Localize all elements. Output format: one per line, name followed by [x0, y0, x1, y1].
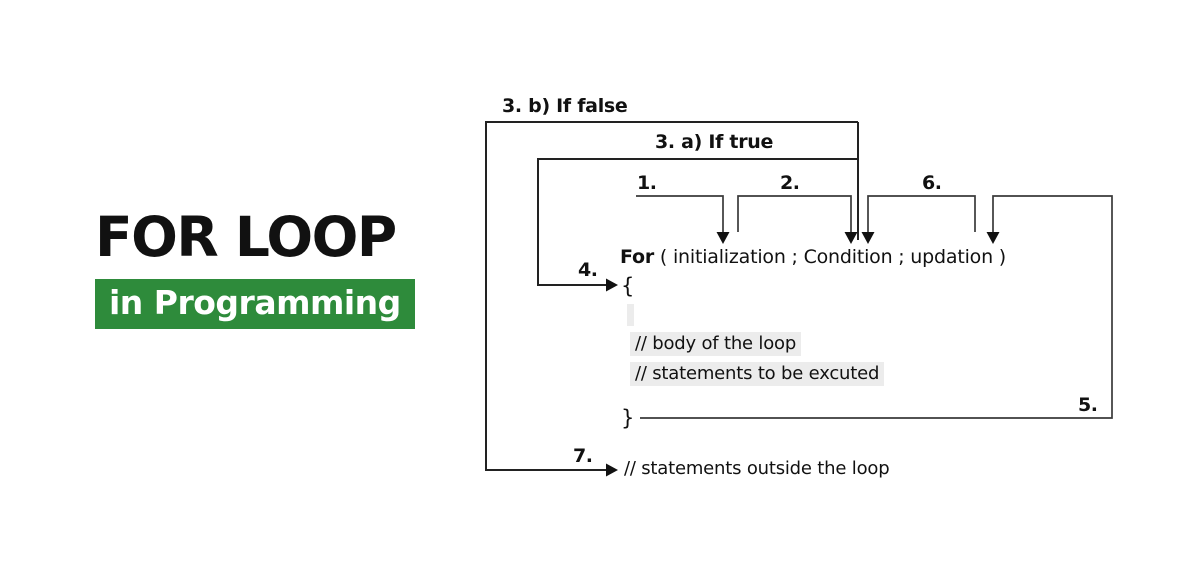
step6-bracket: [867, 195, 976, 232]
for-signature: ( initialization ; Condition ; updation …: [659, 246, 1006, 268]
body-comment-line-2: // statements to be excuted: [630, 362, 885, 386]
for-keyword: For: [620, 246, 655, 268]
step1-arrowhead: [716, 232, 730, 244]
step5-arrowhead: [986, 232, 1000, 244]
step5-path: [640, 195, 1113, 419]
step1-bracket: [636, 195, 724, 232]
body-indent-marker: [627, 304, 634, 326]
if-true-path: [537, 158, 858, 286]
outside-comment-line: // statements outside the loop: [624, 458, 890, 479]
if-true-label: 3. a) If true: [655, 131, 774, 153]
if-false-path: [485, 121, 858, 471]
step-label-4: 4.: [578, 259, 598, 281]
step6-arrowhead: [861, 232, 875, 244]
step-label-2: 2.: [780, 172, 800, 194]
if-false-arrowhead: [606, 463, 618, 477]
step2-bracket: [737, 195, 852, 232]
for-statement-line: For ( initialization ; Condition ; updat…: [620, 246, 1006, 268]
step-label-5: 5.: [1078, 394, 1098, 416]
if-false-label: 3. b) If false: [502, 95, 628, 117]
step-label-7: 7.: [573, 445, 593, 467]
step-label-6: 6.: [922, 172, 942, 194]
close-brace: }: [621, 406, 635, 430]
page-title: FOR LOOP: [95, 205, 397, 269]
subtitle-label: in Programming: [109, 283, 401, 322]
step2-arrowhead: [844, 232, 858, 244]
step-label-1: 1.: [637, 172, 657, 194]
if-true-arrowhead: [606, 278, 618, 292]
body-comment-line-1: // body of the loop: [630, 332, 802, 356]
title-block: FOR LOOP in Programming: [95, 210, 415, 329]
subtitle-badge: in Programming: [95, 279, 415, 329]
open-brace: {: [621, 274, 635, 298]
